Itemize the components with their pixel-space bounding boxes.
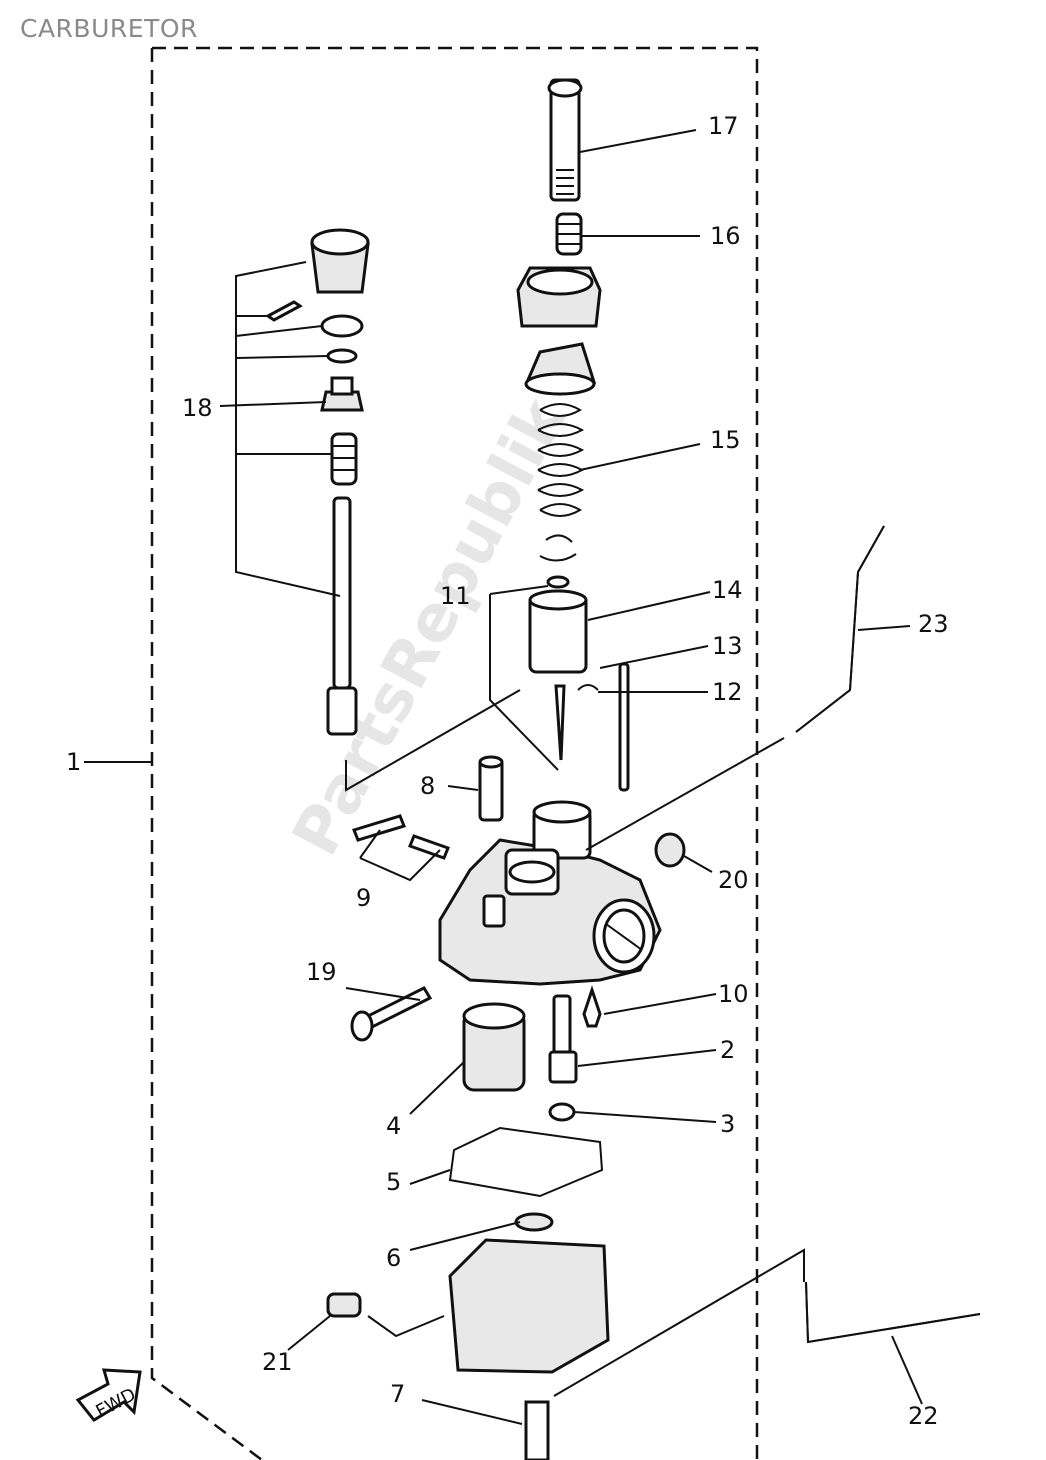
part-6-washer[interactable] — [514, 1212, 554, 1232]
part-washer-left[interactable] — [320, 314, 364, 364]
part-carburetor-body[interactable] — [438, 800, 662, 986]
bracket-18 — [235, 261, 341, 597]
callout-21: 21 — [262, 1348, 293, 1376]
part-22-drain-hose[interactable] — [805, 1281, 981, 1344]
part-21-drain-screw[interactable] — [326, 1292, 362, 1318]
leader-lines — [84, 129, 923, 1425]
fwd-arrow: FWD — [75, 1368, 142, 1422]
part-14-throttle-valve[interactable] — [528, 589, 588, 674]
callout-19: 19 — [306, 958, 337, 986]
callout-3: 3 — [720, 1110, 735, 1138]
part-cap-nut[interactable] — [516, 266, 602, 328]
callout-13: 13 — [712, 632, 743, 660]
part-8-needle-jet[interactable] — [478, 755, 504, 822]
part-12-13-pin[interactable] — [577, 662, 630, 792]
callout-17: 17 — [708, 112, 739, 140]
callout-22: 22 — [908, 1402, 939, 1430]
part-4-float[interactable] — [462, 1002, 526, 1092]
callout-4: 4 — [386, 1112, 401, 1140]
part-20-nut[interactable] — [654, 832, 686, 868]
callout-2: 2 — [720, 1036, 735, 1064]
callout-10: 10 — [718, 980, 749, 1008]
callout-9: 9 — [356, 884, 371, 912]
callout-11: 11 — [440, 582, 471, 610]
part-starter-rod[interactable] — [326, 496, 358, 736]
assembly-boundary — [150, 46, 759, 1460]
part-11-clip[interactable] — [539, 534, 577, 589]
part-18-starter-plunger-nut[interactable] — [320, 376, 364, 412]
part-10-pilot-jet[interactable] — [582, 985, 602, 1028]
callout-6: 6 — [386, 1244, 401, 1272]
callout-7: 7 — [390, 1380, 405, 1408]
part-3-main-jet[interactable] — [548, 1102, 576, 1122]
page-title: CARBURETOR — [20, 14, 198, 43]
part-5-gasket[interactable] — [448, 1126, 604, 1198]
part-7-float-bowl[interactable] — [448, 1238, 610, 1460]
callout-15: 15 — [710, 426, 741, 454]
callout-1: 1 — [66, 748, 81, 776]
part-top-cover[interactable] — [524, 342, 597, 396]
callout-18: 18 — [182, 394, 213, 422]
callout-14: 14 — [712, 576, 743, 604]
callout-20: 20 — [718, 866, 749, 894]
callout-16: 16 — [710, 222, 741, 250]
part-spring-left[interactable] — [330, 432, 358, 486]
part-23-hose[interactable] — [795, 525, 885, 733]
callout-5: 5 — [386, 1168, 401, 1196]
part-17-adjuster-rod[interactable] — [547, 78, 583, 202]
part-pin-left[interactable] — [265, 300, 303, 322]
callout-8: 8 — [420, 772, 435, 800]
callout-23: 23 — [918, 610, 949, 638]
part-16-spring[interactable] — [555, 212, 583, 256]
part-cap-left[interactable] — [310, 228, 370, 294]
callout-12: 12 — [712, 678, 743, 706]
part-2-main-jet-holder[interactable] — [548, 994, 578, 1084]
part-jet-needle[interactable] — [554, 684, 566, 761]
